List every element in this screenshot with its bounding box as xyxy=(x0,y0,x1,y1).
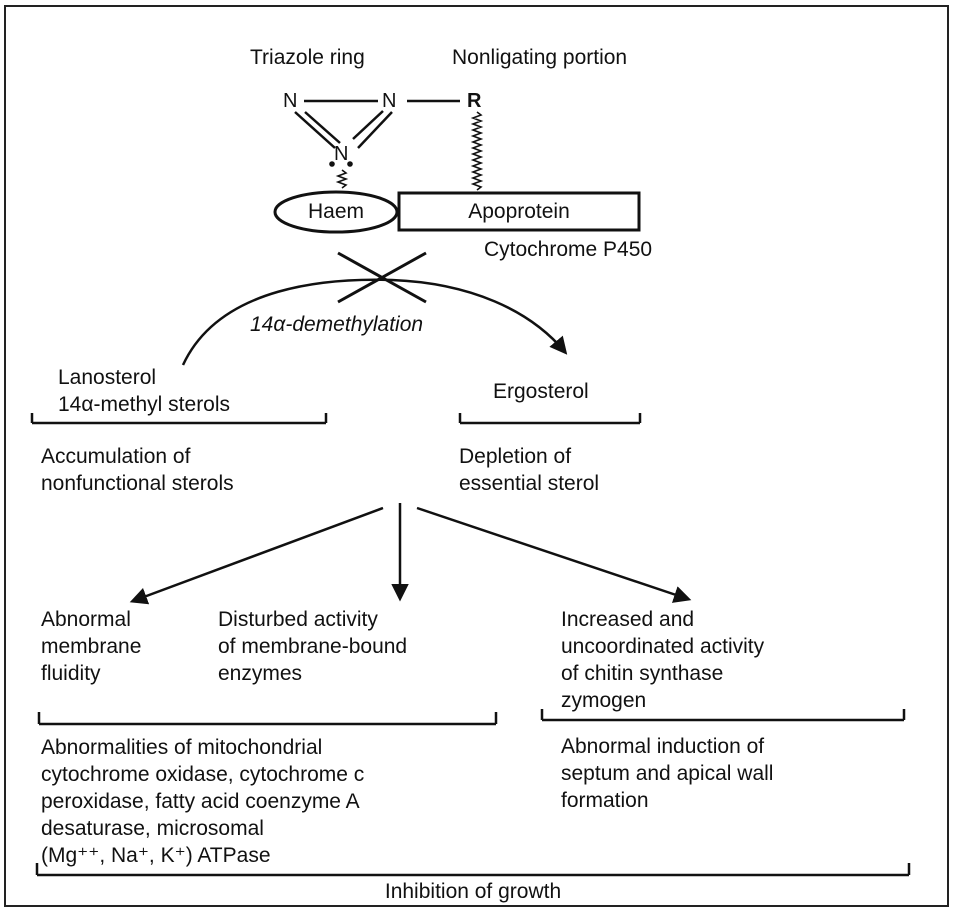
haem-label: Haem xyxy=(307,200,365,223)
nonligating-portion-label: Nonligating portion xyxy=(452,46,628,69)
membrane-effects-bracket xyxy=(37,712,498,726)
ergosterol-label: Ergosterol xyxy=(493,380,589,403)
chitin-synthase-label: Increased and uncoordinated activity of … xyxy=(561,608,765,712)
demethylation-label: 14α-demethylation xyxy=(250,313,424,336)
nitrogen-atom-label: N xyxy=(382,90,397,112)
inhibition-of-growth-label: Inhibition of growth xyxy=(384,880,562,903)
apoprotein-box xyxy=(397,191,641,232)
accumulation-label: Accumulation of nonfunctional sterols xyxy=(41,445,234,495)
coordination-wavy-bond xyxy=(335,169,349,189)
triazole-ring-structure xyxy=(294,99,460,149)
r-group-label: R xyxy=(467,90,482,112)
demethylation-arrow xyxy=(181,278,568,366)
depletion-label: Depletion of essential sterol xyxy=(459,445,600,495)
lone-pair-dot xyxy=(347,161,353,167)
triazole-ring-label: Triazole ring xyxy=(250,46,365,69)
disturbed-activity-label: Disturbed activity of membrane-bound enz… xyxy=(218,608,408,685)
lanosterol-bracket xyxy=(30,413,328,425)
nitrogen-atom-label: N xyxy=(334,143,349,165)
apoprotein-label: Apoprotein xyxy=(468,200,570,223)
haem-ellipse xyxy=(273,190,399,234)
cytochrome-label: Cytochrome P450 xyxy=(484,238,653,261)
effect-arrow-left xyxy=(129,506,384,605)
lanosterol-label: Lanosterol 14α-methyl sterols xyxy=(58,366,231,416)
septum-formation-label: Abnormal induction of septum and apical … xyxy=(561,735,774,812)
effect-arrow-right xyxy=(416,506,692,603)
chitin-effects-bracket xyxy=(540,709,906,722)
lone-pair-dot xyxy=(329,161,335,167)
nitrogen-atom-label: N xyxy=(283,90,298,112)
mitochondrial-abnormalities-label: Abnormalities of mitochondrial cytochrom… xyxy=(41,736,365,867)
ergosterol-bracket xyxy=(458,413,642,425)
nonligating-wavy-bond xyxy=(470,111,484,191)
inhibition-bracket xyxy=(35,863,911,877)
outer-border xyxy=(4,5,949,907)
blocked-x-line xyxy=(337,251,427,304)
membrane-fluidity-label: Abnormal membrane fluidity xyxy=(41,608,142,685)
